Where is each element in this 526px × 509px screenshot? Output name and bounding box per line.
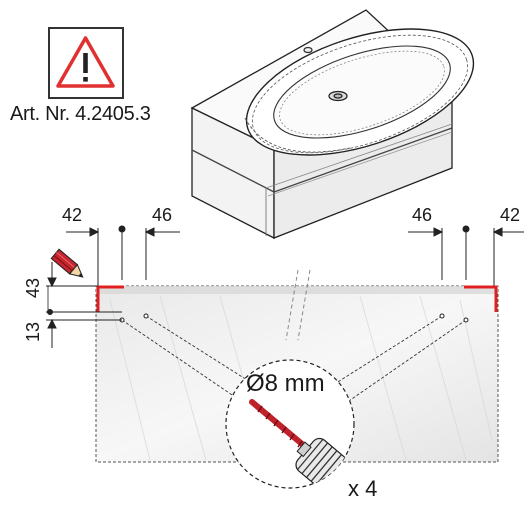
- drill-point: [143, 313, 149, 319]
- dimension-left-inner: 46: [152, 205, 173, 225]
- dimension-vertical-upper: 43: [23, 277, 43, 298]
- drill-points: [119, 313, 469, 323]
- drill-guides: [121, 315, 467, 415]
- dimension-lines-left: [46, 225, 180, 348]
- dimension-right-inner: 46: [412, 205, 433, 225]
- dimension-right-outer: 42: [500, 205, 521, 225]
- corner-marker-left: [96, 285, 124, 312]
- basin-overflow: [303, 46, 313, 54]
- drawer-line-side: [273, 127, 453, 193]
- article-number: Art. Nr. 4.2405.3: [10, 103, 151, 125]
- basin-rim-dashed: [251, 34, 469, 154]
- quantity-label: x 4: [348, 476, 378, 501]
- vanity-cabinet-illustration: [190, 9, 475, 240]
- drawer-line-front: [191, 149, 275, 193]
- dimension-lines-right: [408, 225, 524, 286]
- dimension-left-outer: 42: [62, 205, 83, 225]
- corner-marker-right: [464, 285, 498, 312]
- warning-triangle-icon: [56, 36, 115, 88]
- drill-point: [439, 313, 445, 319]
- pencil-icon: [50, 248, 84, 278]
- drill-point: [463, 317, 469, 323]
- basin-bowl: [273, 45, 451, 139]
- drill-size-label: Ø8 mm: [246, 370, 325, 397]
- warning-sign: [48, 27, 124, 99]
- dimension-vertical-lower: 13: [23, 321, 43, 342]
